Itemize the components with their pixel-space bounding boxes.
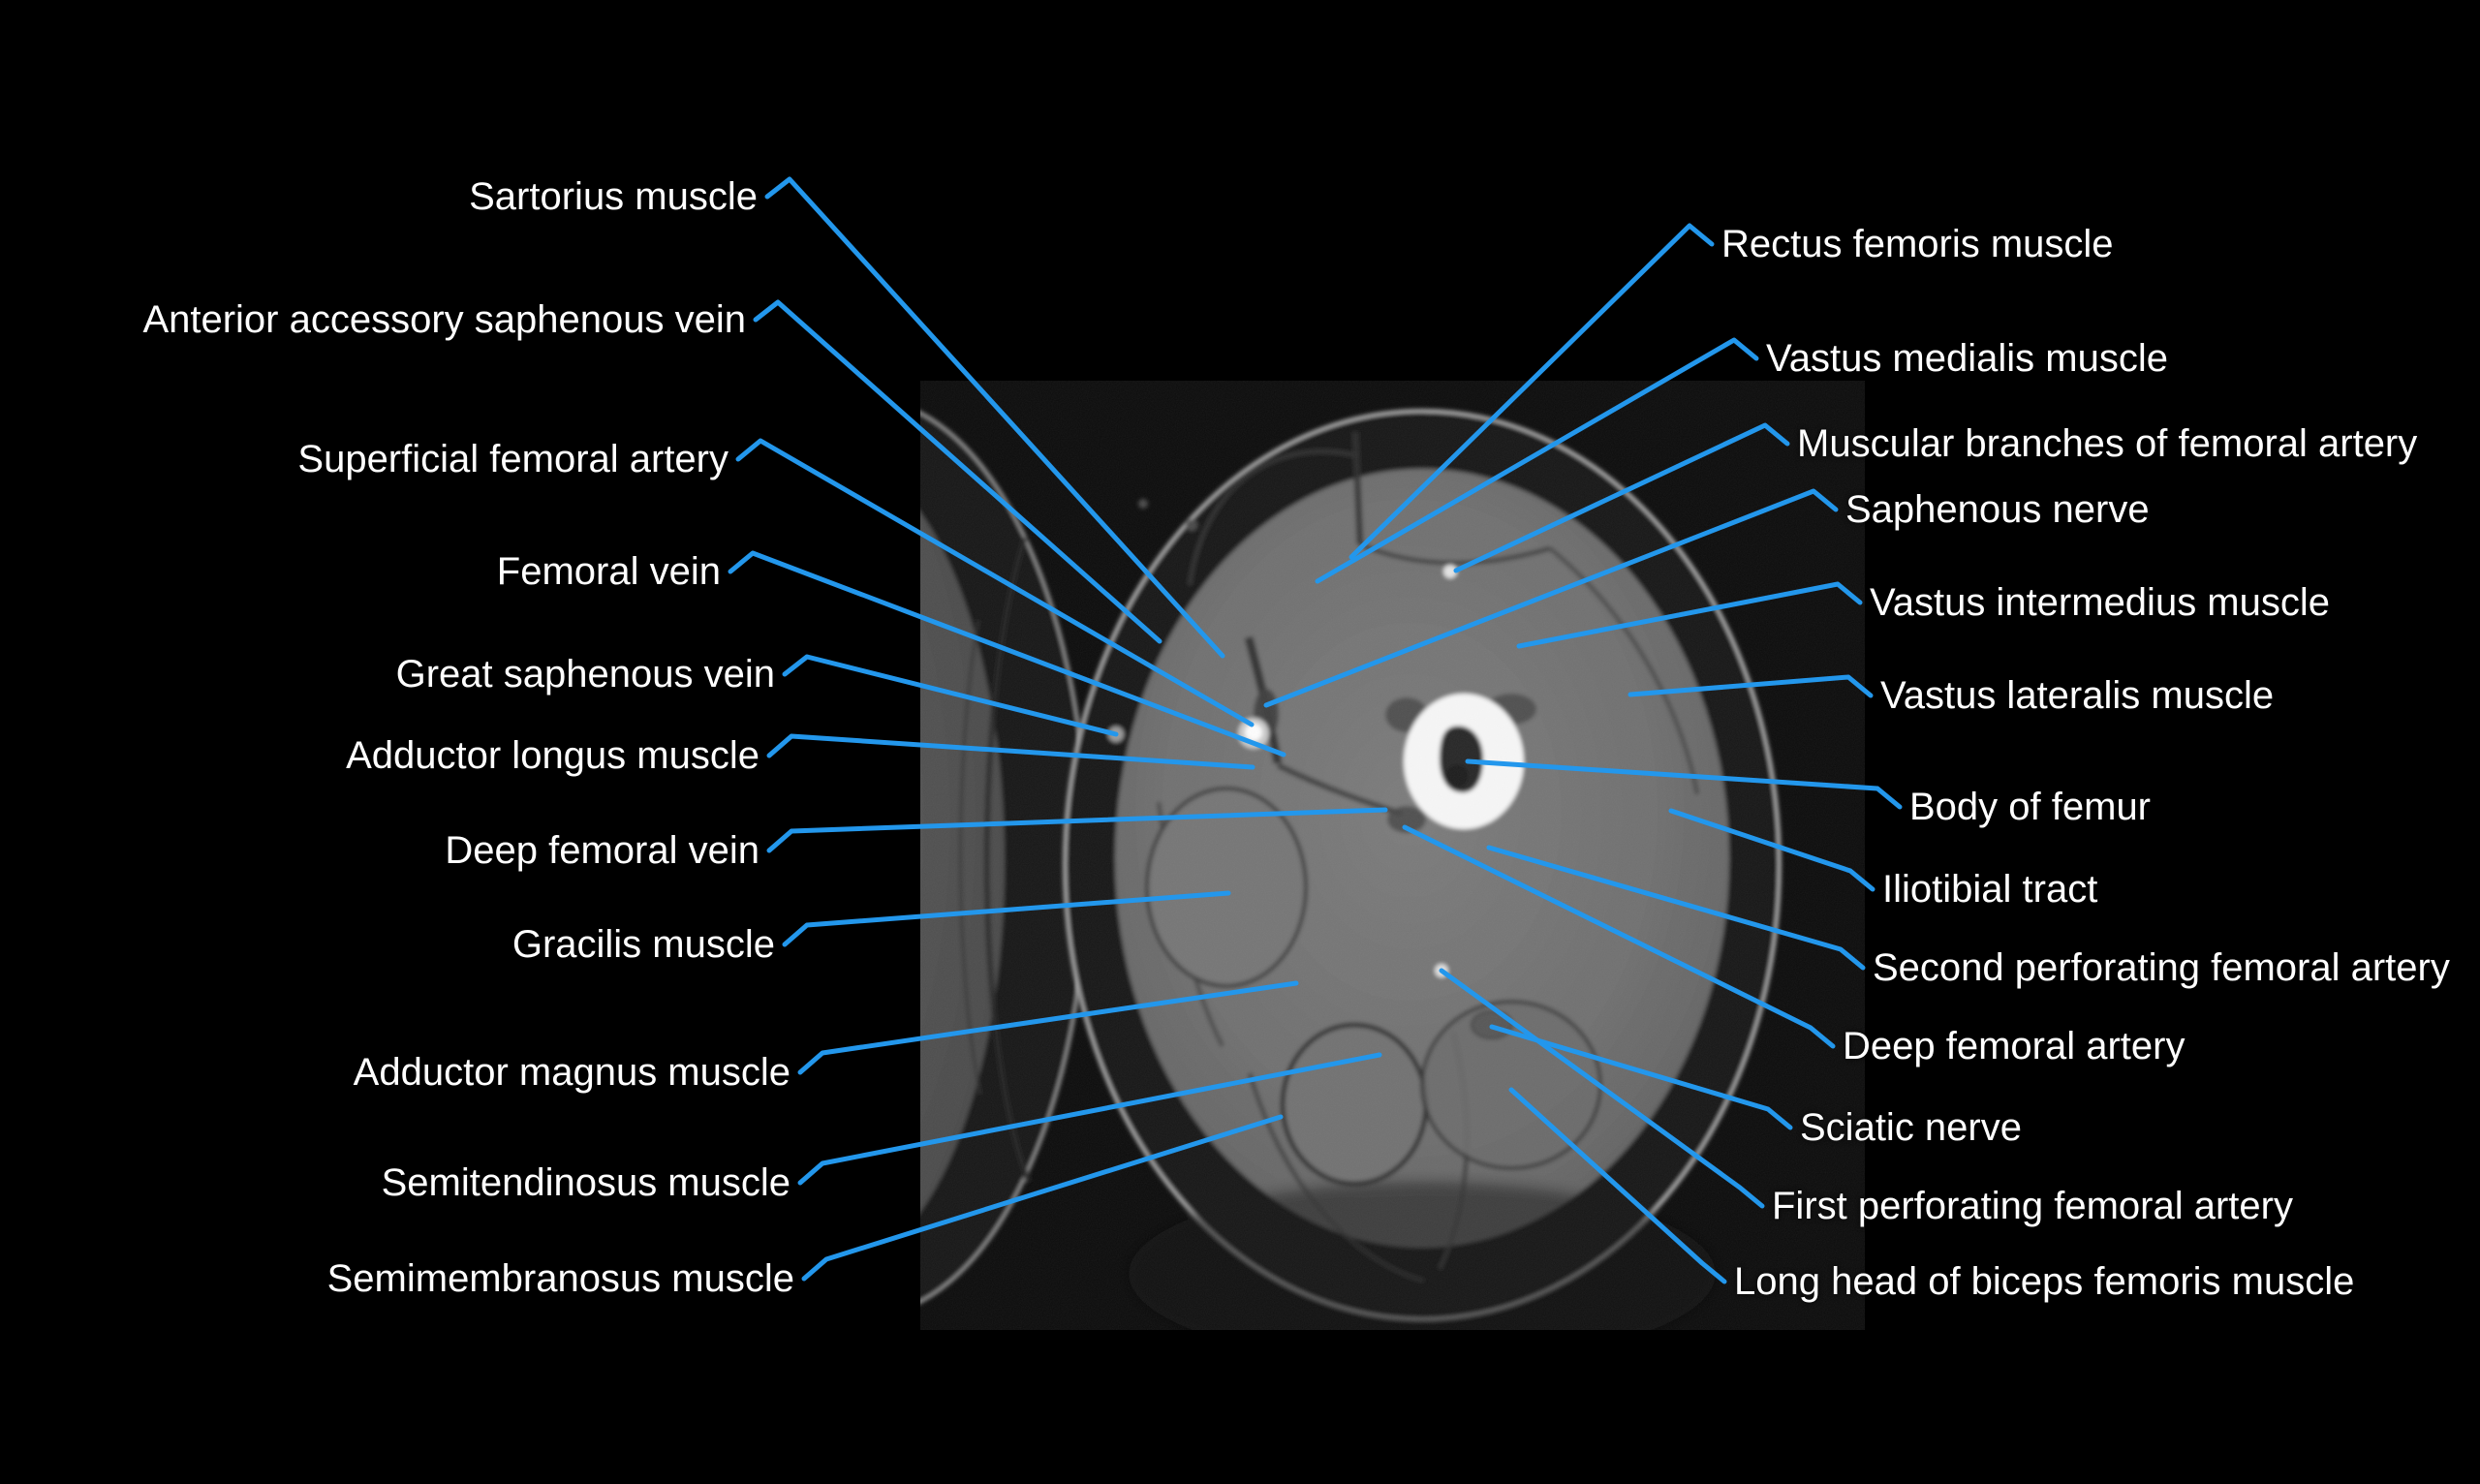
leader-line-second-perforating-femoral-artery [1486,845,1866,971]
leader-line-rectus-femoris-muscle [1348,223,1715,560]
leader-line-semimembranosus-muscle [801,1114,1284,1282]
leader-line-sartorius-muscle [764,176,1225,659]
leader-line-sciatic-nerve [1489,1024,1793,1130]
leader-line-gracilis-muscle [782,890,1231,947]
leader-line-muscular-branches-of-femoral-artery [1453,422,1790,573]
leader-line-semitendinosus-muscle [797,1052,1382,1186]
leader-line-adductor-longus-muscle [766,733,1256,770]
leader-line-vastus-lateralis-muscle [1628,674,1874,698]
leader-line-deep-femoral-vein [766,807,1388,853]
leader-line-vastus-intermedius-muscle [1516,581,1863,649]
leader-line-adductor-magnus-muscle [797,980,1299,1075]
leader-line-saphenous-nerve [1263,488,1839,708]
leader-lines-layer [728,176,1903,1284]
leader-line-long-head-of-biceps-femoris-muscle [1508,1087,1727,1284]
leader-line-great-saphenous-vein [782,654,1119,737]
leader-line-femoral-vein [728,550,1286,757]
leader-line-vastus-medialis-muscle [1315,337,1759,584]
leader-line-superficial-femoral-artery [735,438,1255,727]
leader-line-body-of-femur [1465,758,1903,810]
leader-line-iliotibial-tract [1668,808,1876,892]
leader-line-deep-femoral-artery [1402,824,1836,1049]
leader-line-first-perforating-femoral-artery [1439,968,1765,1209]
leader-line-anterior-accessory-saphenous-vein [753,299,1162,644]
